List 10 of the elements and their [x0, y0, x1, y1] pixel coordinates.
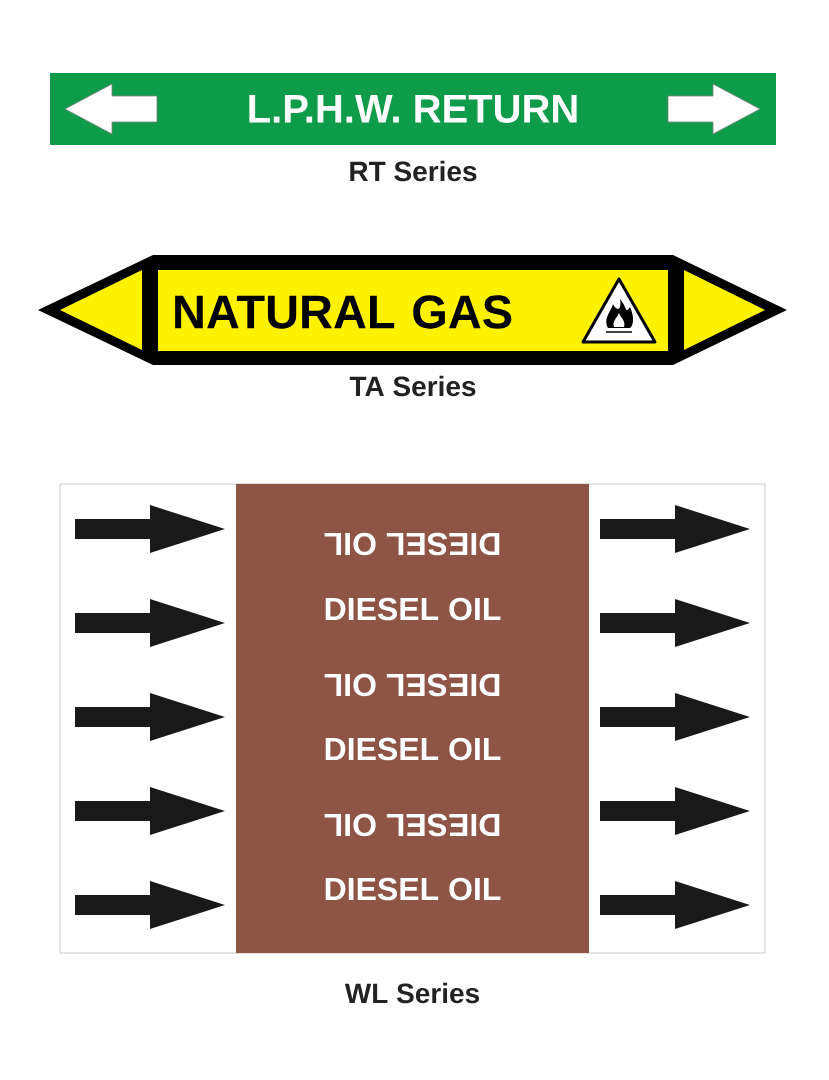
marker-text: DIESEL OIL [324, 532, 500, 556]
marker-text: DIESEL OIL [325, 877, 501, 901]
series-caption: TA Series [349, 375, 476, 397]
marker-text: DIESEL OIL [325, 737, 501, 761]
marker-text: DIESEL OIL [325, 597, 501, 621]
marker-band [236, 484, 589, 953]
series-caption: RT Series [350, 160, 477, 182]
marker-text: DIESEL OIL [324, 673, 500, 697]
series-caption: WL Series [344, 982, 479, 1004]
marker-text: DIESEL OIL [324, 813, 500, 837]
